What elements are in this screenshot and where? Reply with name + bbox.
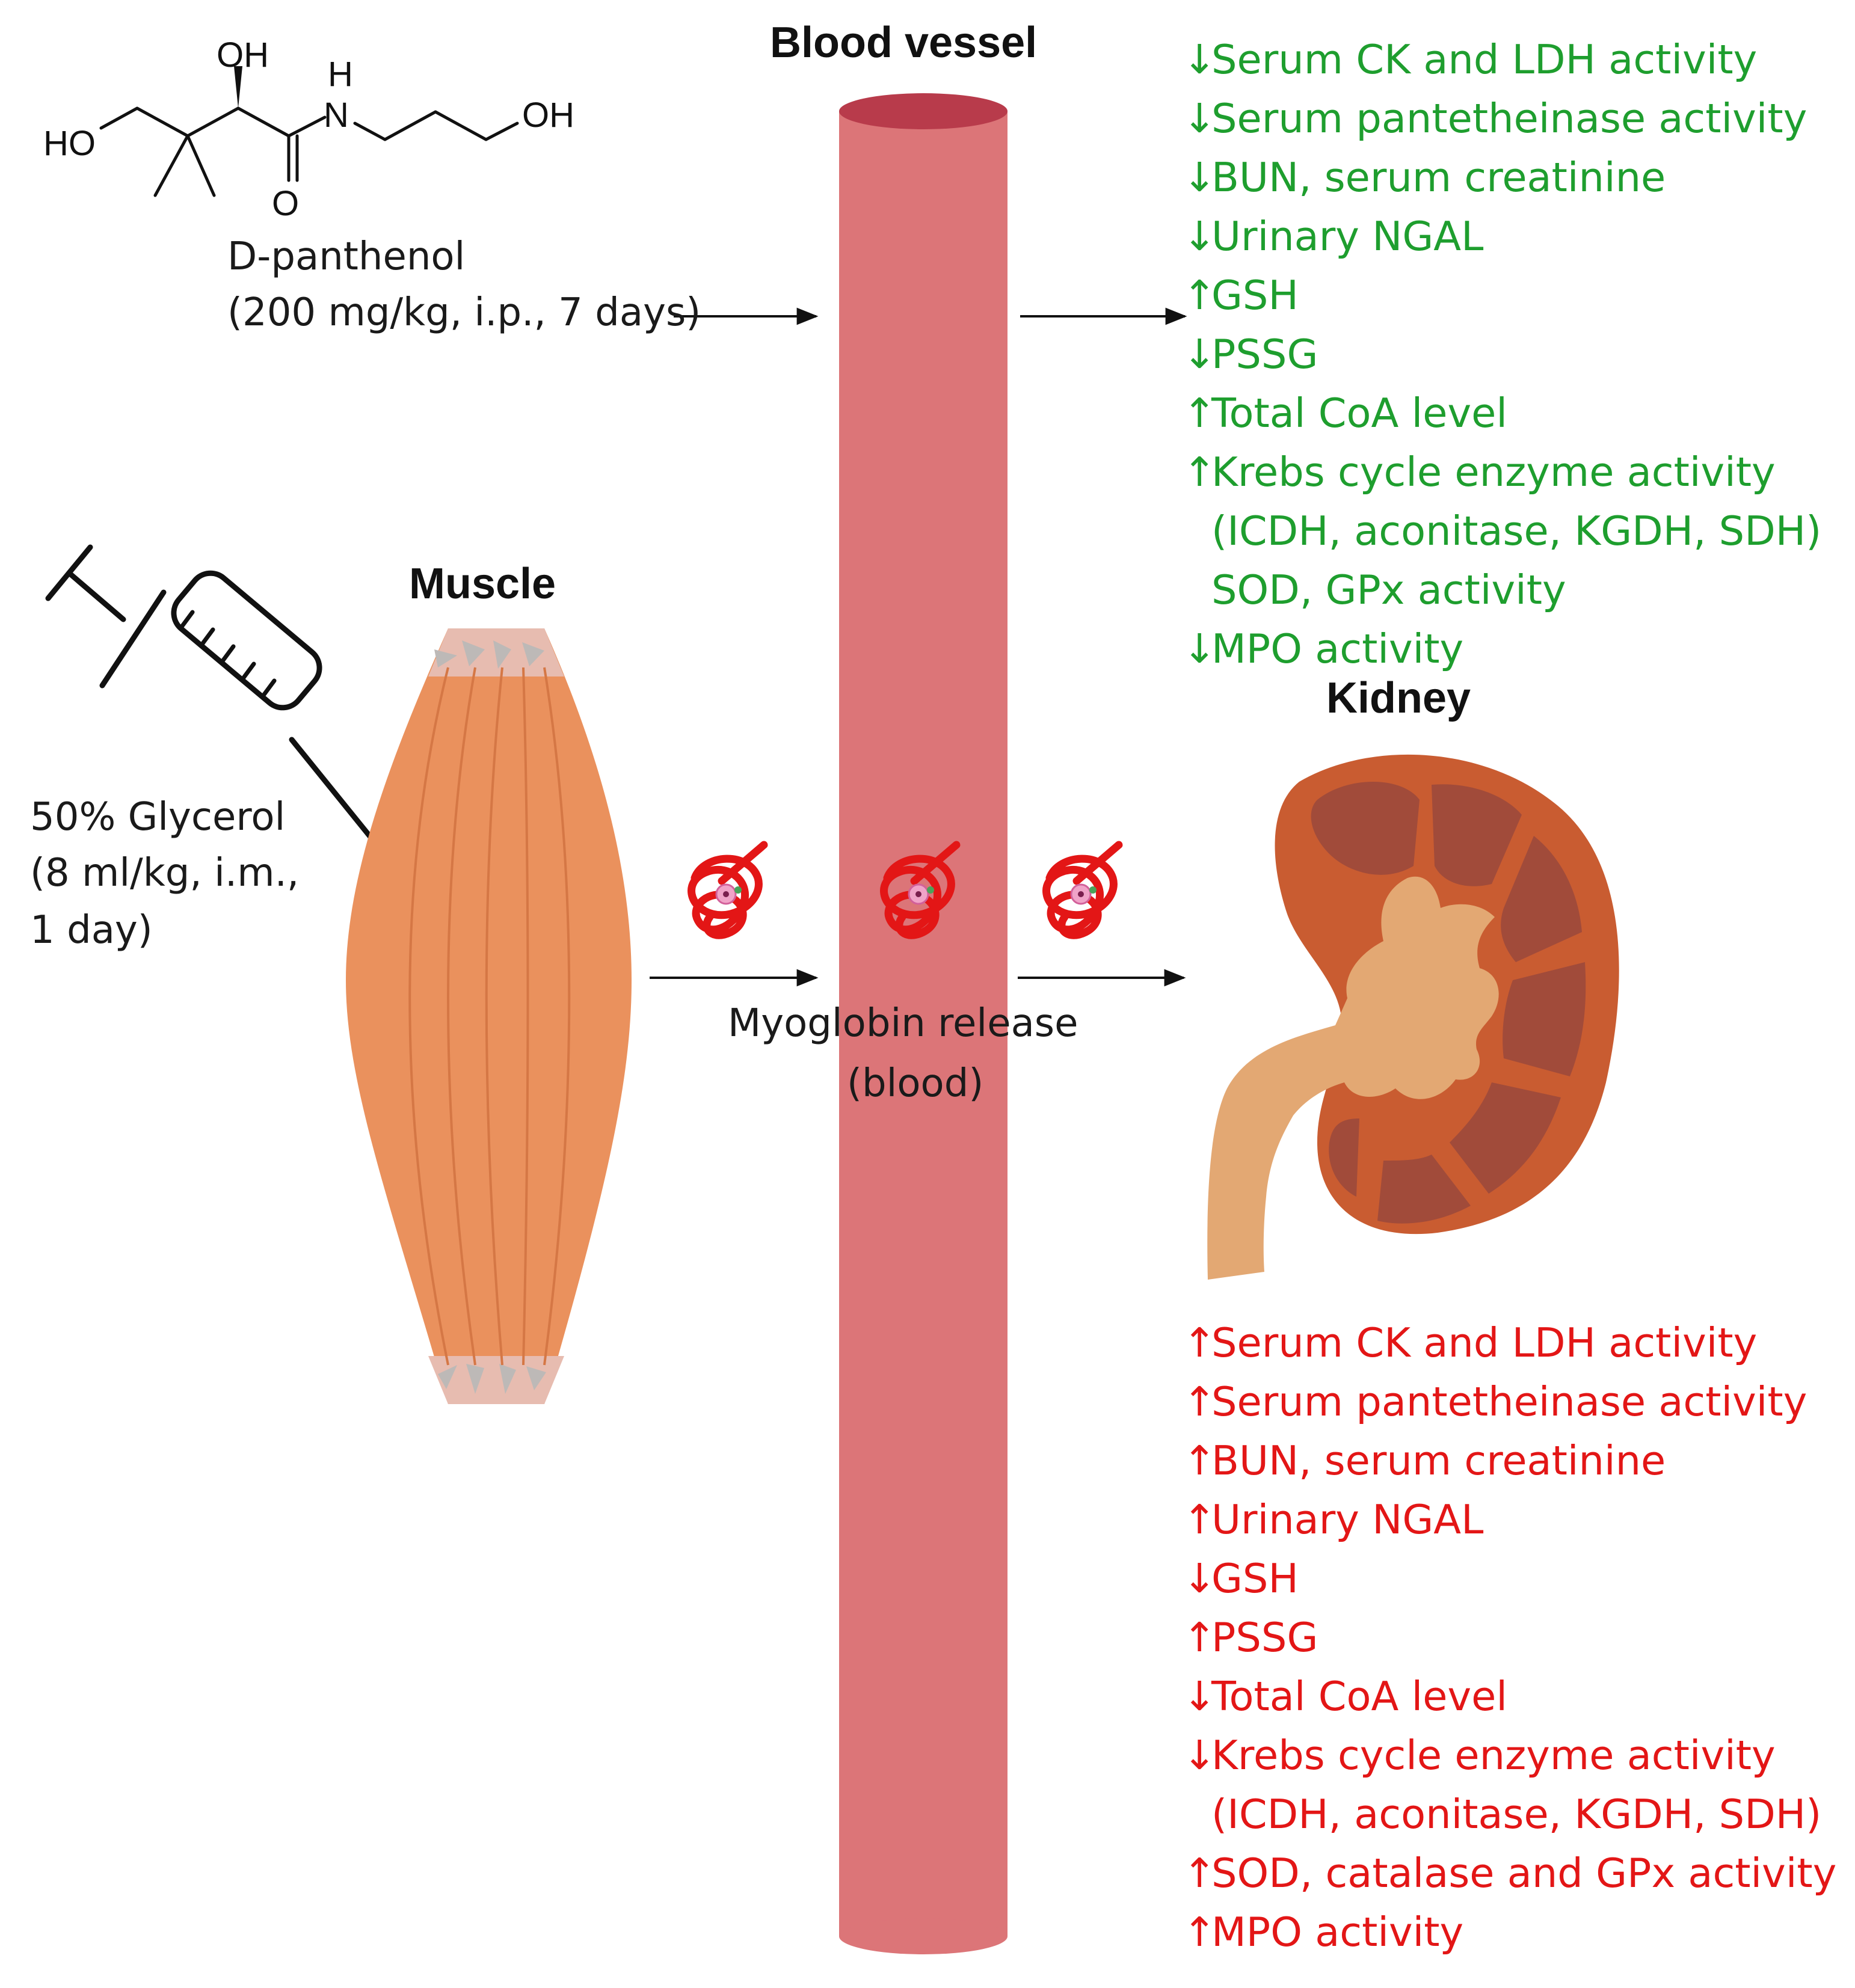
arrow-down-icon: ↓ [1183,95,1217,142]
treatment-dose: (200 mg/kg, i.p., 7 days) [227,290,701,335]
injection-line-3: 1 day) [30,908,153,953]
arrow-down-icon: ↓ [1183,1555,1217,1602]
stereo-wedge [234,66,242,108]
arrow-down-icon: ↓ [1183,1673,1217,1720]
effect-text: Urinary NGAL [1211,213,1484,260]
effect-item: ↑Total CoA level [1183,384,1821,443]
effect-text: Serum pantetheinase activity [1211,95,1807,142]
atom-ho-left: HO [43,124,96,163]
arrow-up-icon: ↑ [1183,1378,1217,1425]
arrow-up-icon: ↑ [1183,449,1217,495]
effect-text: SOD, GPx activity [1211,566,1566,613]
effect-text: Total CoA level [1211,390,1507,437]
effect-text: PSSG [1211,331,1318,378]
effect-item: ↓GSH [1183,1549,1836,1608]
arrow-down-icon: ↓ [1183,331,1217,378]
effect-item: ↓BUN, serum creatinine [1183,148,1821,207]
arrow-up-icon: ↑ [1183,1614,1217,1661]
effect-item: ↑Krebs cycle enzyme activity [1183,443,1821,502]
effect-item: ↓Krebs cycle enzyme activity [1183,1726,1836,1785]
effect-text: MPO activity [1211,1909,1464,1956]
arrow-up-icon: ↑ [1183,272,1217,319]
arrow-down-icon: ↓ [1183,36,1217,83]
effect-item: ↓Serum pantetheinase activity [1183,89,1821,148]
effect-item: ↑GSH [1183,266,1821,325]
arrow-down-icon: ↓ [1183,213,1217,260]
effect-item: ↓Urinary NGAL [1183,207,1821,266]
effect-text: (ICDH, aconitase, KGDH, SDH) [1211,1791,1822,1838]
effect-item: (ICDH, aconitase, KGDH, SDH) [1183,502,1821,560]
arrow-up-icon: ↑ [1183,1496,1217,1543]
atom-oh-top: OH [217,35,269,75]
effect-item: (ICDH, aconitase, KGDH, SDH) [1183,1785,1836,1844]
effect-item: ↓Serum CK and LDH activity [1183,30,1821,89]
myoglobin-icon [692,845,764,935]
effect-text: BUN, serum creatinine [1211,1437,1666,1484]
arrow-up-icon: ↑ [1183,1319,1217,1366]
syringe-icon [45,544,409,884]
kidney-title: Kidney [1326,674,1471,722]
effect-item: ↓MPO activity [1183,619,1821,678]
effect-text: Serum CK and LDH activity [1211,1319,1758,1366]
muscle-icon [346,628,632,1404]
atom-h: H [328,55,353,94]
effect-item: ↑Serum CK and LDH activity [1183,1313,1836,1372]
arrow-down-icon: ↓ [1183,154,1217,201]
effect-item: SOD, GPx activity [1183,560,1821,619]
flow-arrows [650,307,1187,987]
effect-text: Urinary NGAL [1211,1496,1484,1543]
injection-line-1: 50% Glycerol [30,795,286,839]
effect-item: ↓Total CoA level [1183,1667,1836,1726]
atom-oh-right: OH [522,96,574,135]
effect-item: ↑SOD, catalase and GPx activity [1183,1844,1836,1903]
muscle-title: Muscle [409,560,556,608]
effect-item: ↑PSSG [1183,1608,1836,1667]
effect-item: ↑MPO activity [1183,1903,1836,1962]
d-panthenol-structure [99,106,519,197]
effect-text: BUN, serum creatinine [1211,154,1666,201]
effect-text: PSSG [1211,1614,1318,1661]
myoglobin-caption-line-1: Myoglobin release [728,1001,1078,1046]
arrow-down-icon: ↓ [1183,1732,1217,1779]
injury-effects-list: ↑Serum CK and LDH activity↑Serum panteth… [1183,1313,1836,1962]
effect-item: ↑Urinary NGAL [1183,1490,1836,1549]
arrow-up-icon: ↑ [1183,1909,1217,1956]
effect-text: Total CoA level [1211,1673,1507,1720]
kidney-icon [1207,754,1619,1280]
effect-text: Serum CK and LDH activity [1211,36,1758,83]
treatment-name: D-panthenol [227,235,466,279]
effect-item: ↓PSSG [1183,325,1821,384]
effect-text: Krebs cycle enzyme activity [1211,449,1776,495]
effect-item: ↑BUN, serum creatinine [1183,1431,1836,1490]
effect-text: Krebs cycle enzyme activity [1211,1732,1776,1779]
effect-text: (ICDH, aconitase, KGDH, SDH) [1211,508,1822,554]
effect-text: SOD, catalase and GPx activity [1211,1850,1837,1897]
myoglobin-icon [1047,845,1119,935]
arrow-up-icon: ↑ [1183,390,1217,437]
effect-text: GSH [1211,1555,1299,1602]
effect-text: Serum pantetheinase activity [1211,1378,1807,1425]
arrow-up-icon: ↑ [1183,1850,1217,1897]
atom-o: O [272,184,300,223]
injection-line-2: (8 ml/kg, i.m., [30,851,300,895]
atom-n: N [324,96,349,135]
blood-vessel-title: Blood vessel [770,19,1038,67]
blood-vessel-icon [839,93,1007,1954]
myoglobin-caption-line-2: (blood) [847,1061,984,1106]
arrow-down-icon: ↓ [1183,625,1217,672]
treated-effects-list: ↓Serum CK and LDH activity↓Serum panteth… [1183,30,1821,678]
effect-item: ↑Serum pantetheinase activity [1183,1372,1836,1431]
arrow-up-icon: ↑ [1183,1437,1217,1484]
effect-text: GSH [1211,272,1299,319]
effect-text: MPO activity [1211,625,1464,672]
